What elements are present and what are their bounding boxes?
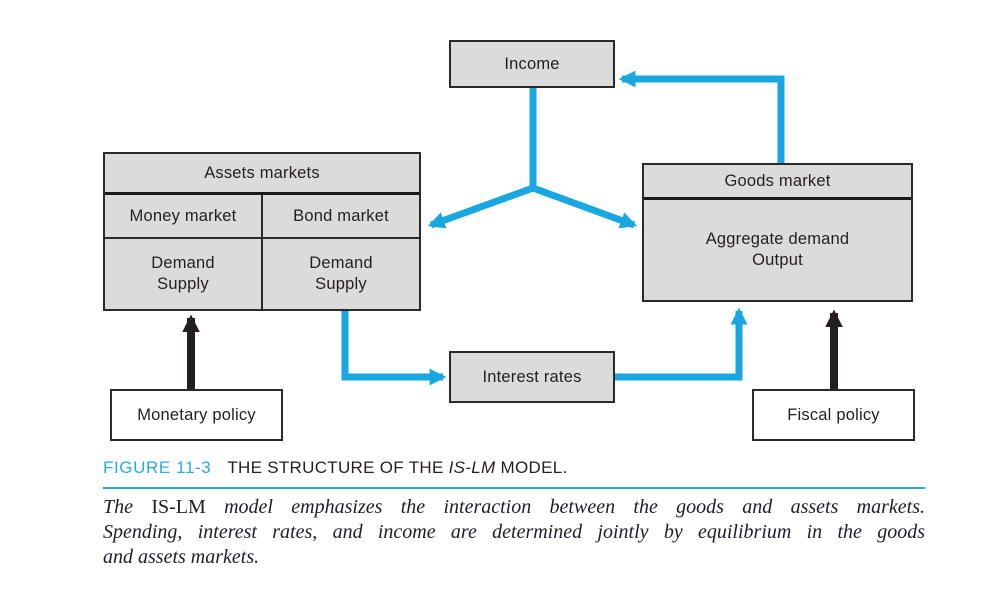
income-label: Income <box>504 54 560 73</box>
assets-body-row: Demand Supply Demand Supply <box>105 239 419 309</box>
description-line-1: The IS-LM model emphasizes the interacti… <box>103 495 925 520</box>
bond-demand-label: Demand <box>309 254 373 272</box>
bond-market-body-cell: Demand Supply <box>263 239 419 309</box>
arrow-income-to-assets <box>427 88 537 229</box>
assets-markets-table: Assets markets Money market Bond market … <box>103 152 421 311</box>
figure-title: THE STRUCTURE OF THE IS-LM MODEL. <box>227 458 567 477</box>
bond-supply-label: Supply <box>315 275 367 293</box>
assets-markets-header: Assets markets <box>105 154 419 195</box>
income-box: Income <box>449 40 615 88</box>
interest-rates-label: Interest rates <box>482 367 582 386</box>
description-line-2: Spending, interest rates, and income are… <box>103 521 925 543</box>
fiscal-policy-box: Fiscal policy <box>752 389 915 441</box>
goods-market-header: Goods market <box>644 165 911 200</box>
interest-rates-box: Interest rates <box>449 351 615 403</box>
arrow-assets-to-interest-rates <box>341 308 447 386</box>
money-market-title-cell: Money market <box>105 195 263 239</box>
figure-title-islm: IS-LM <box>448 458 496 477</box>
fiscal-policy-label: Fiscal policy <box>787 405 880 424</box>
goods-market-label: Goods market <box>724 171 831 190</box>
monetary-policy-label: Monetary policy <box>137 405 256 424</box>
description-line-1-post: model emphasizes the interaction between… <box>205 496 926 518</box>
money-market-body-cell: Demand Supply <box>105 239 263 309</box>
figure-description: The IS-LM model emphasizes the interacti… <box>103 495 925 570</box>
money-supply-label: Supply <box>157 275 209 293</box>
money-market-label: Money market <box>129 206 237 225</box>
assets-markets-label: Assets markets <box>204 163 320 182</box>
description-line-1-islm: IS-LM <box>151 496 206 518</box>
bond-market-label: Bond market <box>293 206 389 225</box>
money-demand-label: Demand <box>151 254 215 272</box>
caption-rule <box>103 487 925 489</box>
arrow-income-to-goods <box>531 184 638 229</box>
arrow-goods-to-income <box>618 70 785 163</box>
goods-market-box: Goods market Aggregate demand Output <box>642 163 913 302</box>
description-line-3: and assets markets. <box>103 546 260 568</box>
figure-caption: FIGURE 11-3 THE STRUCTURE OF THE IS-LM MO… <box>103 458 925 478</box>
figure-title-pre: THE STRUCTURE OF THE <box>227 458 449 477</box>
bond-market-title-cell: Bond market <box>263 195 419 239</box>
aggregate-demand-label: Aggregate demand <box>705 230 850 248</box>
arrow-interest-rates-to-goods <box>615 307 748 381</box>
description-line-1-pre: The <box>103 496 152 518</box>
figure-title-post: MODEL. <box>495 458 568 477</box>
monetary-policy-box: Monetary policy <box>110 389 283 441</box>
figure-number-label: FIGURE 11-3 <box>103 458 212 477</box>
goods-market-body: Aggregate demand Output <box>644 200 911 300</box>
output-label: Output <box>752 251 803 269</box>
assets-title-row: Money market Bond market <box>105 195 419 239</box>
